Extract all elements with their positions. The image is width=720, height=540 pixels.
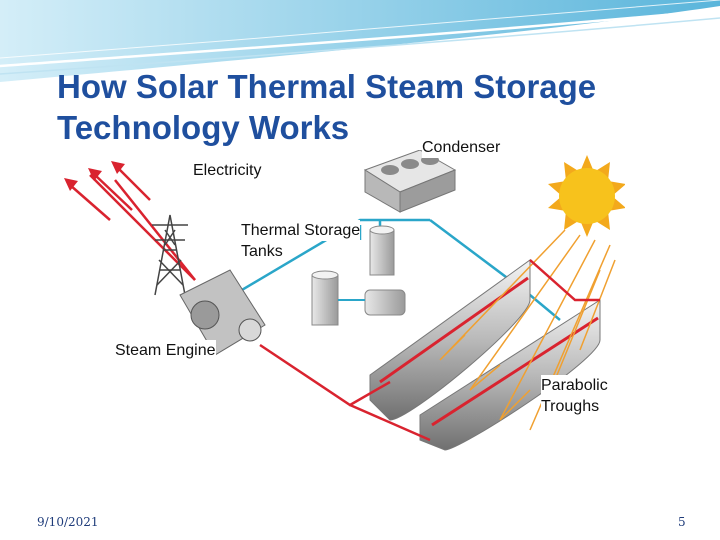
label-electricity: Electricity xyxy=(193,160,261,181)
label-parabolic-troughs: Parabolic Troughs xyxy=(541,375,608,417)
title-line-2: Technology Works xyxy=(57,109,349,146)
label-thermal-storage-line2: Tanks xyxy=(241,241,283,262)
slide-title: How Solar Thermal Steam Storage Technolo… xyxy=(57,66,677,148)
label-parabolic-troughs-line2: Troughs xyxy=(541,396,608,417)
label-parabolic-troughs-line1: Parabolic xyxy=(541,375,608,396)
label-thermal-storage: Thermal Storage Tanks xyxy=(241,220,360,262)
label-thermal-storage-line1: Thermal Storage xyxy=(241,220,360,241)
label-steam-engine: Steam Engine xyxy=(115,340,216,361)
slide-date: 9/10/2021 xyxy=(37,515,99,529)
slide-page-number: 5 xyxy=(678,515,686,529)
title-line-1: How Solar Thermal Steam Storage xyxy=(57,68,596,105)
label-condenser: Condenser xyxy=(422,137,500,158)
